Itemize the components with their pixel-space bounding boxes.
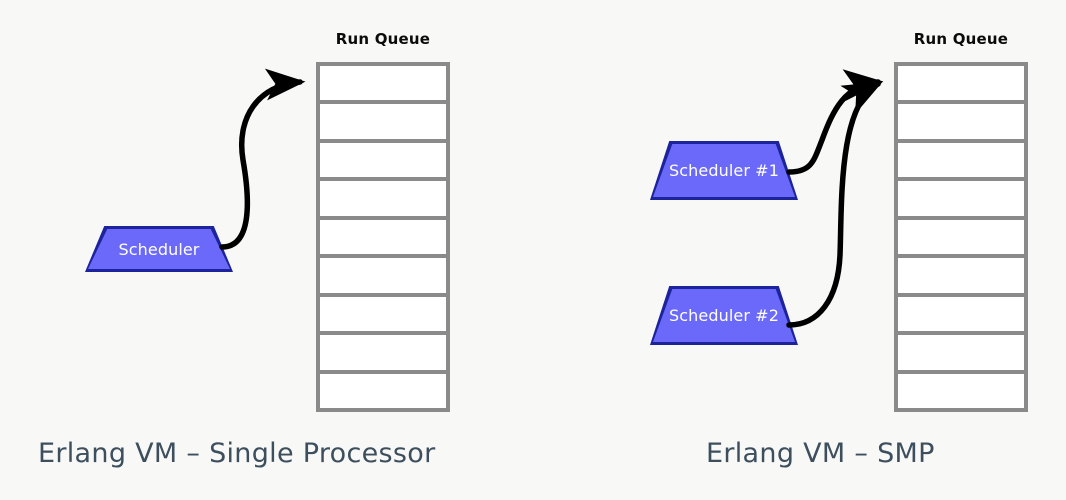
- run-queue-cell-left-9: [320, 373, 446, 408]
- caption-single-processor: Erlang VM – Single Processor: [38, 438, 436, 469]
- scheduler-2-label: Scheduler #2: [669, 306, 779, 325]
- arrow-scheduler1-to-queue: [786, 69, 884, 175]
- scheduler-2-fill: [653, 289, 795, 342]
- scheduler-single[interactable]: Scheduler: [85, 226, 233, 272]
- run-queue-cell-right-1: [898, 66, 1024, 101]
- arrow-scheduler-to-queue: [219, 68, 306, 250]
- run-queue-cell-left-1: [320, 66, 446, 101]
- run-queue-title-left: Run Queue: [335, 30, 431, 48]
- run-queue-cell-left-2: [320, 104, 446, 139]
- scheduler-1-fill: [653, 144, 795, 197]
- run-queue-cell-right-6: [898, 258, 1024, 293]
- run-queue-title-right: Run Queue: [913, 30, 1009, 48]
- run-queue-cell-left-8: [320, 335, 446, 370]
- run-queue-cell-right-5: [898, 219, 1024, 255]
- run-queue-cell-left-4: [320, 181, 446, 216]
- run-queue-cell-right-9: [898, 373, 1024, 408]
- arrow-scheduler2-to-queue: [786, 81, 883, 328]
- run-queue-cell-left-6: [320, 258, 446, 293]
- scheduler-1[interactable]: Scheduler #1: [650, 141, 798, 200]
- scheduler-single-fill: [88, 229, 230, 269]
- scheduler-single-label: Scheduler: [118, 239, 200, 259]
- run-queue-right: [894, 62, 1028, 412]
- run-queue-cell-right-8: [898, 335, 1024, 370]
- run-queue-cell-left-7: [320, 296, 446, 332]
- run-queue-cell-right-2: [898, 104, 1024, 139]
- run-queue-cell-left-3: [320, 142, 446, 178]
- run-queue-cell-right-4: [898, 181, 1024, 216]
- run-queue-cell-right-7: [898, 296, 1024, 332]
- scheduler-2[interactable]: Scheduler #2: [650, 286, 798, 345]
- run-queue-cell-right-3: [898, 142, 1024, 178]
- scheduler-1-label: Scheduler #1: [669, 161, 779, 180]
- run-queue-cell-left-5: [320, 219, 446, 255]
- run-queue-left: [316, 62, 450, 412]
- caption-smp: Erlang VM – SMP: [706, 438, 935, 469]
